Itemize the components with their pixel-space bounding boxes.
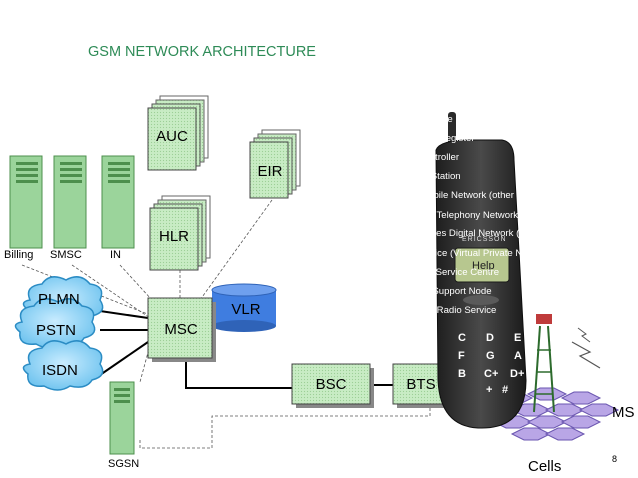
- bts-label: BTS: [406, 376, 436, 393]
- pstn-label: PSTN: [36, 322, 77, 339]
- phone-key: #: [502, 384, 509, 396]
- isdn-cloud: [22, 340, 104, 391]
- vlr-label: VLR: [231, 301, 261, 318]
- plmn-label: PLMN: [38, 291, 80, 308]
- legend-item: AUC – Authentication Centre: [330, 113, 453, 125]
- phone-key: C+: [484, 368, 499, 380]
- auc-node: [147, 95, 209, 171]
- auc-label: AUC: [156, 128, 188, 145]
- billing-label: Billing: [4, 249, 34, 261]
- legend-item: GPRS – General Packet Radio Service: [330, 305, 497, 317]
- phone-key: C: [458, 332, 466, 344]
- server-in: [101, 155, 135, 249]
- bsc-node: [291, 363, 374, 408]
- page-number: 8: [612, 454, 618, 464]
- abbreviation-legend: MSC – Mobile Switching Centre VLR – Visi…: [330, 52, 630, 340]
- phone-key: D: [486, 332, 494, 344]
- legend-item: PLMN – Public Land Mobile Network (other…: [330, 190, 585, 202]
- phone-key: +: [486, 384, 493, 396]
- antenna-mast: [533, 314, 555, 413]
- legend-item: VLR – Visitor Location Register: [330, 75, 464, 87]
- legend-item: IN – Intelligent N/W Service (Virtual Pr…: [330, 247, 538, 259]
- isdn-label: ISDN: [42, 362, 78, 379]
- legend-item: SMSC – Short Message Service Centre: [330, 267, 500, 279]
- phone-key: G: [486, 350, 495, 362]
- pstn-cloud: [14, 298, 96, 349]
- legend-item: ISDN – Integrated Services Digital Netwo…: [330, 227, 623, 239]
- phone-brand: ERICSSON: [462, 236, 507, 243]
- in-label: IN: [110, 249, 121, 261]
- server-billing: [9, 155, 43, 249]
- sgsn-label: SGSN: [108, 458, 140, 470]
- bsc-label: BSC: [315, 376, 347, 393]
- eir-node: [249, 129, 301, 199]
- vlr-node: [211, 283, 277, 332]
- msc-label: MSC: [164, 321, 198, 338]
- eir-label: EIR: [257, 163, 283, 180]
- phone-key: F: [458, 350, 465, 362]
- phone-key: A: [514, 350, 522, 362]
- mobile-phone: [435, 112, 527, 429]
- legend-item: MSC – Mobile Switching Centre: [330, 56, 466, 67]
- ms-label: MS: [612, 404, 635, 421]
- phone-key: B: [458, 368, 466, 380]
- legend-item: PSTN – Public Switched Telephony Network…: [330, 209, 591, 221]
- radio-signal-icon: [577, 327, 591, 343]
- smsc-label: SMSC: [50, 249, 82, 261]
- legend-item: BSC – Base Station Controller: [330, 152, 460, 164]
- server-smsc: [53, 155, 87, 249]
- hlr-node: [149, 195, 211, 271]
- msc-node: [147, 297, 216, 362]
- diagram-title: GSM NETWORK ARCHITECTURE: [88, 44, 316, 60]
- phone-key: D+: [510, 368, 525, 380]
- server-sgsn: [109, 381, 135, 455]
- cells-label: Cells: [528, 458, 562, 475]
- phone-screen-text: Help: [472, 260, 495, 272]
- legend-item: EIR – Equipment Identity Register: [330, 132, 475, 144]
- legend-item: BTS – Base Trnsceiver Station: [330, 171, 461, 183]
- phone-key: E: [514, 332, 522, 344]
- radio-signal-icon: [571, 341, 601, 369]
- legend-item: MS – Mobile Station: [330, 324, 416, 336]
- legend-item: SGSN – Service GPRS Support Node: [330, 286, 492, 298]
- legend-item: HLR – Home Location Register: [330, 94, 463, 106]
- hlr-label: HLR: [158, 228, 189, 245]
